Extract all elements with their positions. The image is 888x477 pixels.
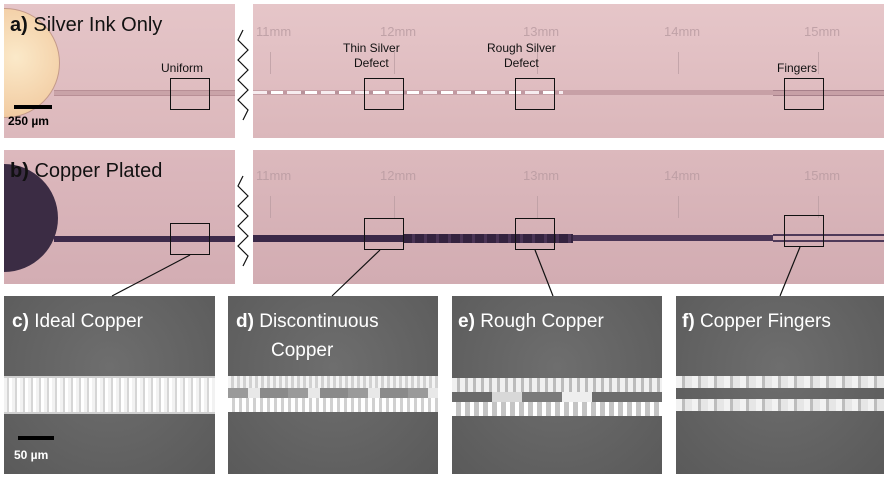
- silver-trace-defects: [253, 91, 563, 94]
- ruler-label-a-14mm: 14mm: [664, 24, 701, 39]
- silver-trace-long: [253, 90, 884, 95]
- panel-a-right-micrograph: [253, 4, 884, 138]
- panel-d-title-line2: Copper: [271, 340, 334, 361]
- annotation-thin-silver: Thin Silver Defect: [343, 41, 400, 71]
- connector-line-e: [534, 249, 554, 297]
- sem-copper-rough-void: [452, 392, 662, 402]
- sem-copper-rough-bottom: [452, 402, 662, 416]
- sem-copper-top-edge: [228, 376, 438, 388]
- ruler-label-b-15mm: 15mm: [804, 168, 841, 183]
- ruler-tick-b-14mm: [678, 196, 679, 218]
- ruler-tick-a-15mm: [818, 52, 819, 74]
- copper-trace-rough: [403, 234, 573, 243]
- scalebar-250um: [14, 105, 52, 109]
- annotation-rough-silver-line2: Defect: [504, 56, 539, 70]
- silver-trace-fingers: [773, 90, 884, 91]
- scalebar-50um-label: 50 µm: [14, 448, 49, 462]
- panel-e-title-text: Rough Copper: [480, 311, 604, 332]
- sem-copper-rough-top: [452, 378, 662, 392]
- scalebar-250um-label: 250 µm: [8, 114, 49, 128]
- sem-copper-finger-bottom: [676, 399, 884, 411]
- roi-box-a-uniform: [170, 78, 210, 110]
- sem-copper-finger-top: [676, 376, 884, 388]
- silver-trace: [54, 90, 235, 96]
- panel-c-letter: c): [12, 311, 29, 332]
- panel-b-letter: b): [10, 160, 29, 182]
- panel-d-title-line1: Discontinuous: [259, 311, 379, 332]
- roi-box-a-rough-silver: [515, 78, 555, 110]
- ruler-label-b-12mm: 12mm: [380, 168, 417, 183]
- roi-box-a-thin-silver: [364, 78, 404, 110]
- panel-f-title: f) Copper Fingers: [682, 310, 831, 333]
- break-mark-b: [237, 175, 249, 267]
- panel-e-letter: e): [458, 311, 475, 332]
- annotation-thin-silver-line1: Thin Silver: [343, 41, 400, 55]
- ruler-tick-a-11mm: [270, 52, 271, 74]
- panel-d-sem: [228, 296, 438, 474]
- panel-c-sem: 50 µm: [4, 296, 215, 474]
- ruler-tick-b-13mm: [537, 196, 538, 218]
- panel-a-left-micrograph: 250 µm: [4, 4, 235, 138]
- panel-b-left-micrograph: [4, 150, 235, 284]
- silver-trace-fingers-2: [773, 95, 884, 96]
- ruler-label-a-15mm: 15mm: [804, 24, 841, 39]
- ruler-label-a-12mm: 12mm: [380, 24, 417, 39]
- ruler-tick-a-14mm: [678, 52, 679, 74]
- ruler-label-b-14mm: 14mm: [664, 168, 701, 183]
- ruler-tick-a-12mm: [394, 52, 395, 74]
- panel-c-title: c) Ideal Copper: [12, 310, 143, 333]
- break-mark-a: [237, 29, 249, 121]
- panel-b-right-micrograph: [253, 150, 884, 284]
- panel-b-title: b) Copper Plated: [10, 160, 162, 183]
- sem-copper-line: [4, 376, 215, 414]
- panel-f-sem: [676, 296, 884, 474]
- copper-trace: [54, 236, 235, 242]
- annotation-rough-silver-line1: Rough Silver: [487, 41, 556, 55]
- panel-e-sem: [452, 296, 662, 474]
- connector-line-c: [111, 254, 191, 297]
- panel-d-letter: d): [236, 311, 254, 332]
- roi-box-b-thin-silver: [364, 218, 404, 250]
- connector-line-f: [779, 246, 801, 297]
- sem-copper-bottom-edge: [228, 398, 438, 412]
- connector-line-d: [331, 249, 381, 297]
- ruler-tick-a-13mm: [537, 52, 538, 74]
- panel-f-letter: f): [682, 311, 695, 332]
- copper-trace-fingers-2: [773, 240, 884, 242]
- copper-trace-fingers-1: [773, 234, 884, 236]
- ruler-label-a-13mm: 13mm: [523, 24, 560, 39]
- panel-f-title-text: Copper Fingers: [699, 311, 831, 332]
- panel-a-letter: a): [10, 14, 28, 36]
- ruler-label-b-11mm: 11mm: [256, 168, 292, 183]
- ruler-label-a-11mm: 11mm: [256, 24, 292, 39]
- ruler-tick-b-11mm: [270, 196, 271, 218]
- copper-trace-mid: [573, 235, 773, 241]
- annotation-uniform: Uniform: [161, 61, 204, 75]
- roi-box-b-rough-silver: [515, 218, 555, 250]
- sem-copper-gap: [228, 388, 438, 398]
- panel-e-title: e) Rough Copper: [458, 310, 604, 333]
- panel-b-title-text: Copper Plated: [34, 160, 163, 182]
- ruler-tick-b-15mm: [818, 196, 819, 218]
- scalebar-50um: [18, 436, 54, 440]
- annotation-thin-silver-line2: Defect: [354, 56, 389, 70]
- ruler-tick-b-12mm: [394, 196, 395, 218]
- roi-box-b-fingers: [784, 215, 824, 247]
- roi-box-a-fingers: [784, 78, 824, 110]
- ruler-label-b-13mm: 13mm: [523, 168, 560, 183]
- panel-c-title-text: Ideal Copper: [34, 311, 143, 332]
- panel-a-title-text: Silver Ink Only: [33, 14, 163, 36]
- panel-a-title: a) Silver Ink Only: [10, 14, 162, 37]
- roi-box-b-uniform: [170, 223, 210, 255]
- annotation-rough-silver: Rough Silver Defect: [487, 41, 556, 71]
- annotation-fingers: Fingers: [777, 61, 818, 75]
- panel-d-title: d) Discontinuous: [236, 310, 379, 333]
